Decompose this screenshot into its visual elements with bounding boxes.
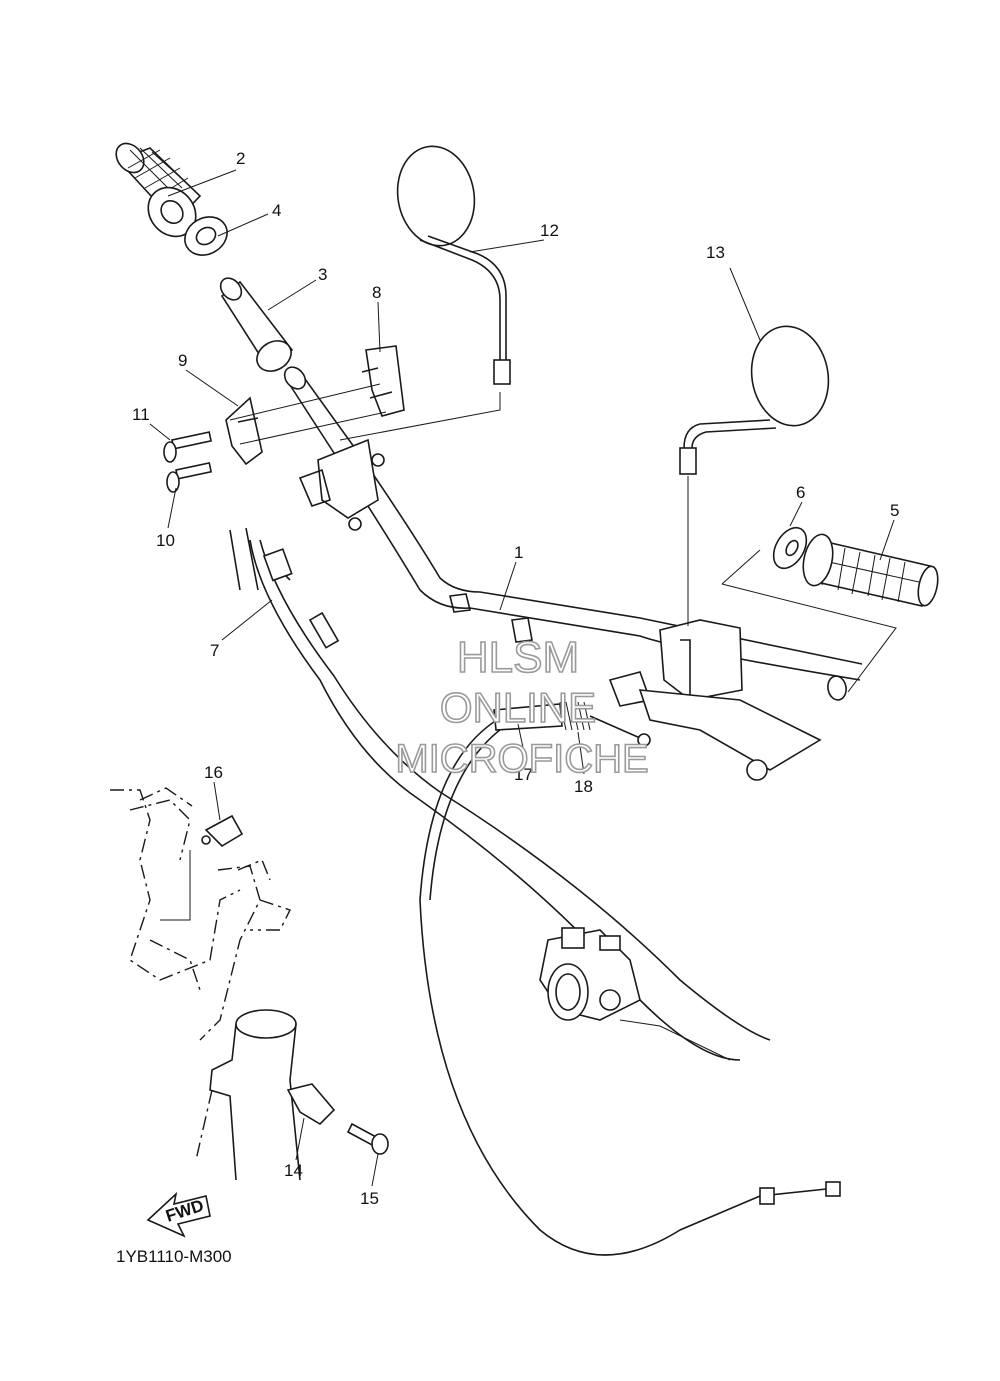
cable-adjuster-part[interactable] <box>493 701 651 747</box>
fwd-arrow-icon: FWD <box>146 1191 211 1238</box>
callout-1: 1 <box>514 543 523 562</box>
callout-3: 3 <box>318 265 327 284</box>
callout-8: 8 <box>372 283 381 302</box>
callout-12: 12 <box>540 221 559 240</box>
watermark-line-3: MICROFICHE <box>395 737 648 781</box>
holder-part[interactable] <box>225 396 263 466</box>
callout-7: 7 <box>210 641 219 660</box>
callout-6: 6 <box>796 483 805 502</box>
grip-leader-box <box>721 549 897 693</box>
drawing-code: 1YB1110-M300 <box>116 1247 232 1266</box>
callout-11: 11 <box>132 405 150 424</box>
callout-numbers: 2 4 3 8 9 11 10 7 12 13 6 5 1 16 17 18 1… <box>132 149 899 1208</box>
cable-clamp-part-14[interactable] <box>286 1083 336 1126</box>
throttle-body <box>539 927 641 1021</box>
callout-leaders <box>149 169 895 1187</box>
bolt-part-15[interactable] <box>346 1122 389 1155</box>
cable-clamp-part-16[interactable] <box>201 814 244 848</box>
left-switch-housing[interactable] <box>298 438 385 531</box>
callout-9: 9 <box>178 351 187 370</box>
throttle-cable-part[interactable] <box>229 527 771 1061</box>
watermark: HLSM ONLINE MICROFICHE <box>395 632 650 782</box>
callout-18: 18 <box>574 777 593 796</box>
clutch-cable-part[interactable] <box>419 717 841 1256</box>
clamp-leader-line <box>160 850 191 921</box>
washer-part[interactable] <box>178 209 234 262</box>
fork-tube <box>195 1009 301 1181</box>
screw-part-11[interactable] <box>163 431 212 463</box>
callout-2: 2 <box>236 149 245 168</box>
right-grip-washer-part[interactable] <box>767 522 813 574</box>
right-mirror-part[interactable] <box>679 320 836 475</box>
left-mirror-part[interactable] <box>390 140 511 385</box>
bracket-leader-lines <box>229 383 387 445</box>
callout-16: 16 <box>204 763 223 782</box>
right-lever-assembly[interactable] <box>608 619 822 781</box>
screw-part-10[interactable] <box>166 461 213 493</box>
watermark-line-1: HLSM <box>457 633 579 682</box>
callout-14: 14 <box>284 1161 303 1180</box>
callout-10: 10 <box>156 531 175 550</box>
right-grip-part[interactable] <box>799 532 941 608</box>
mirror-leader-lines <box>339 392 689 626</box>
frame-outline <box>110 787 291 1041</box>
throttle-tube-part[interactable] <box>216 274 296 377</box>
left-grip-part[interactable] <box>111 138 206 246</box>
watermark-line-2: ONLINE <box>440 684 596 731</box>
throttle-body-leader <box>619 1019 731 1061</box>
callout-13: 13 <box>706 243 725 262</box>
callout-5: 5 <box>890 501 899 520</box>
bracket-part[interactable] <box>361 345 405 417</box>
callout-17: 17 <box>514 765 533 784</box>
callout-15: 15 <box>360 1189 379 1208</box>
callout-4: 4 <box>272 201 281 220</box>
